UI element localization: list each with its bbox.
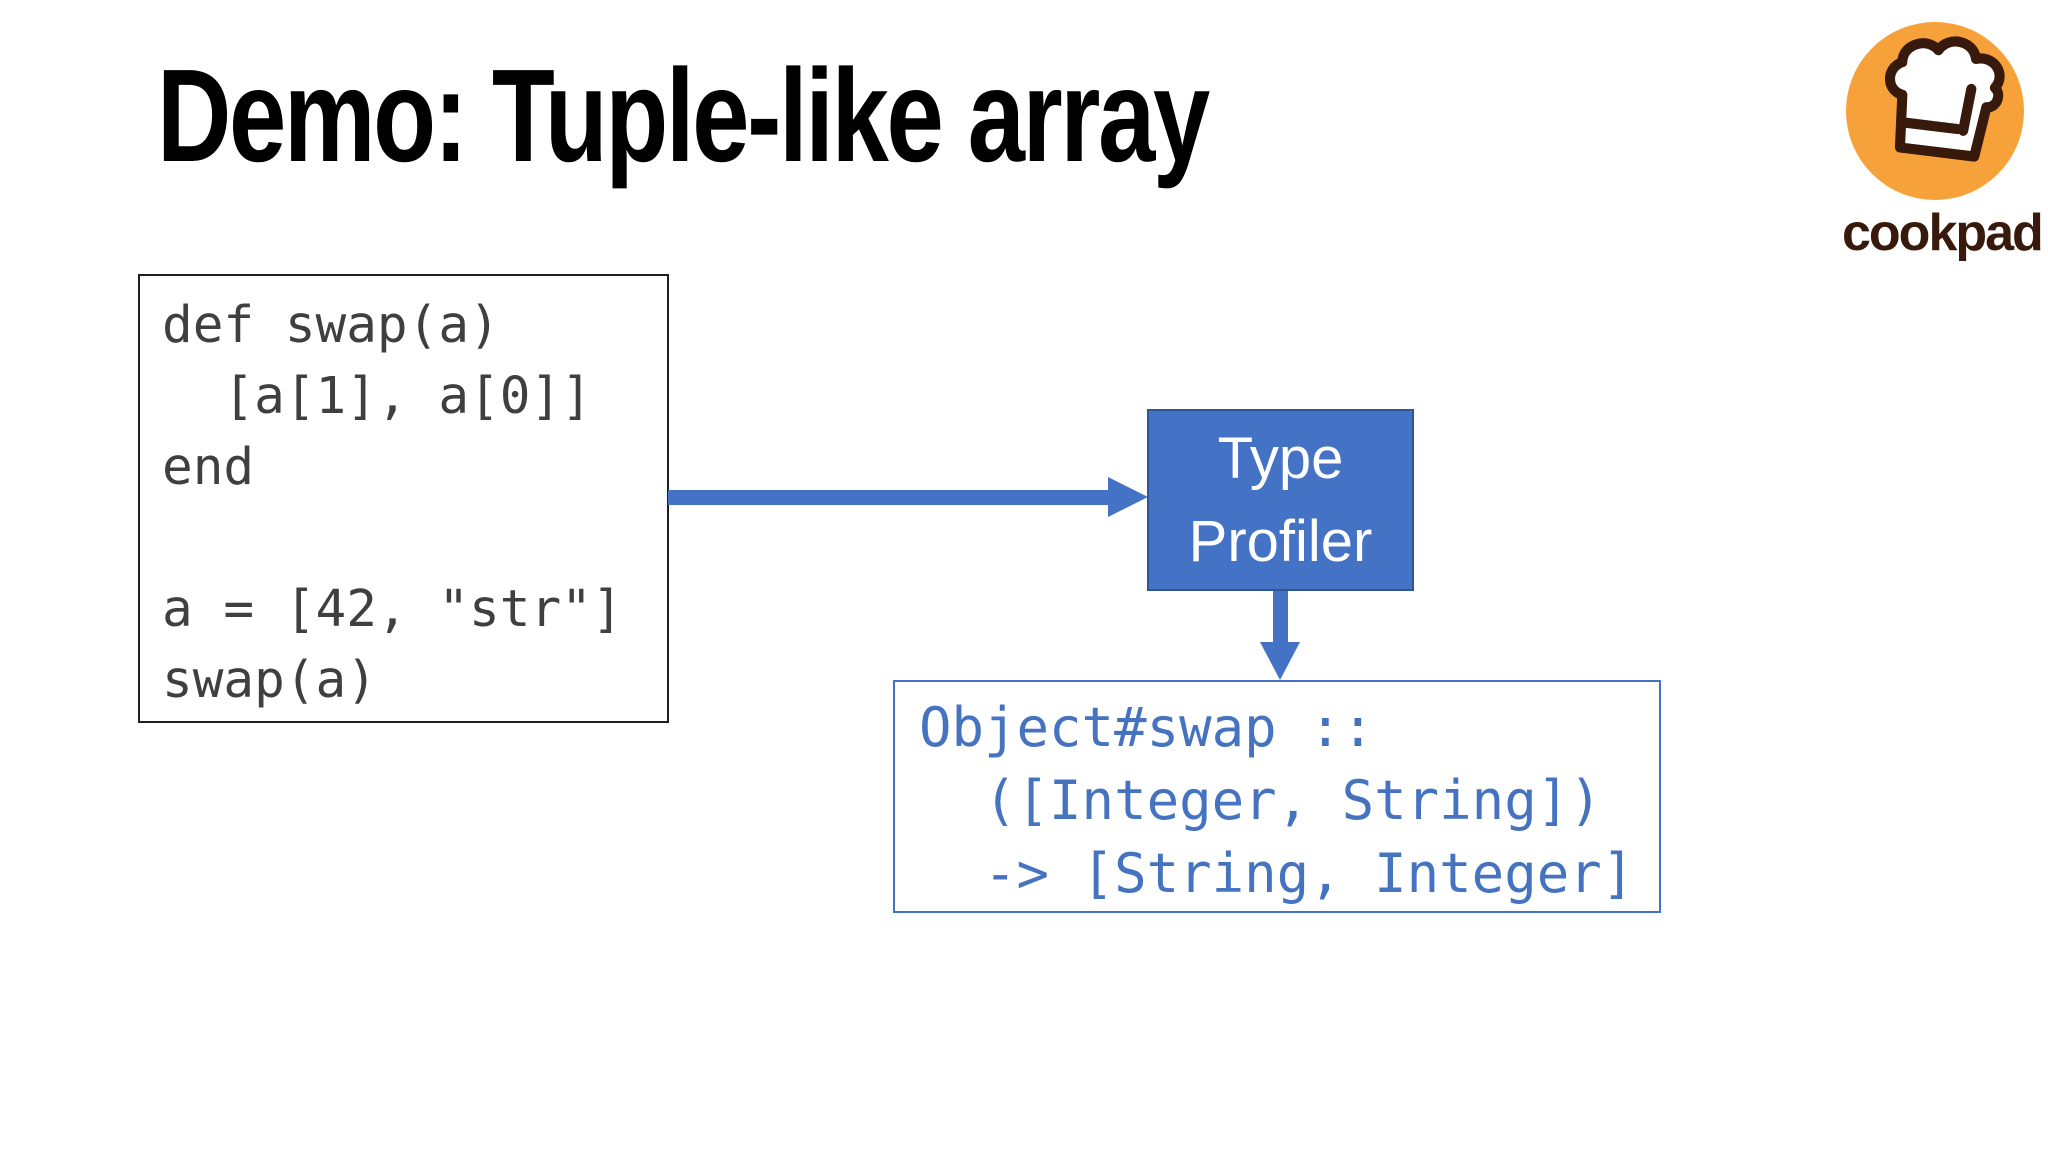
- code-line: a = [42, "str"]: [162, 580, 623, 639]
- ruby-code-box: def swap(a) [a[1], a[0]] end a = [42, "s…: [138, 274, 669, 723]
- code-line: swap(a): [162, 651, 377, 710]
- code-line: [162, 503, 667, 574]
- type-signature-output-box: Object#swap :: ([Integer, String]) -> [S…: [893, 680, 1661, 913]
- code-line: def swap(a): [162, 296, 500, 355]
- cookpad-wordmark: cookpad: [1842, 204, 2044, 262]
- output-line: -> [String, Integer]: [919, 842, 1635, 905]
- profiler-label-line: Type: [1217, 426, 1344, 491]
- code-line: end: [162, 438, 255, 497]
- output-line: ([Integer, String]): [919, 769, 1602, 832]
- arrow-down-head-icon: [1260, 642, 1300, 680]
- type-profiler-box: Type Profiler: [1147, 409, 1414, 591]
- chef-hat-icon: [1846, 22, 2024, 200]
- page-title: Demo: Tuple-like array: [157, 42, 1210, 189]
- profiler-label-line: Profiler: [1188, 509, 1373, 574]
- arrow-down-icon: [1273, 591, 1288, 644]
- arrow-right-head-icon: [1108, 477, 1148, 517]
- output-line: Object#swap ::: [919, 696, 1375, 759]
- cookpad-logo: cookpad: [1842, 22, 2044, 262]
- code-line: [a[1], a[0]]: [162, 367, 592, 426]
- arrow-right-icon: [668, 490, 1110, 505]
